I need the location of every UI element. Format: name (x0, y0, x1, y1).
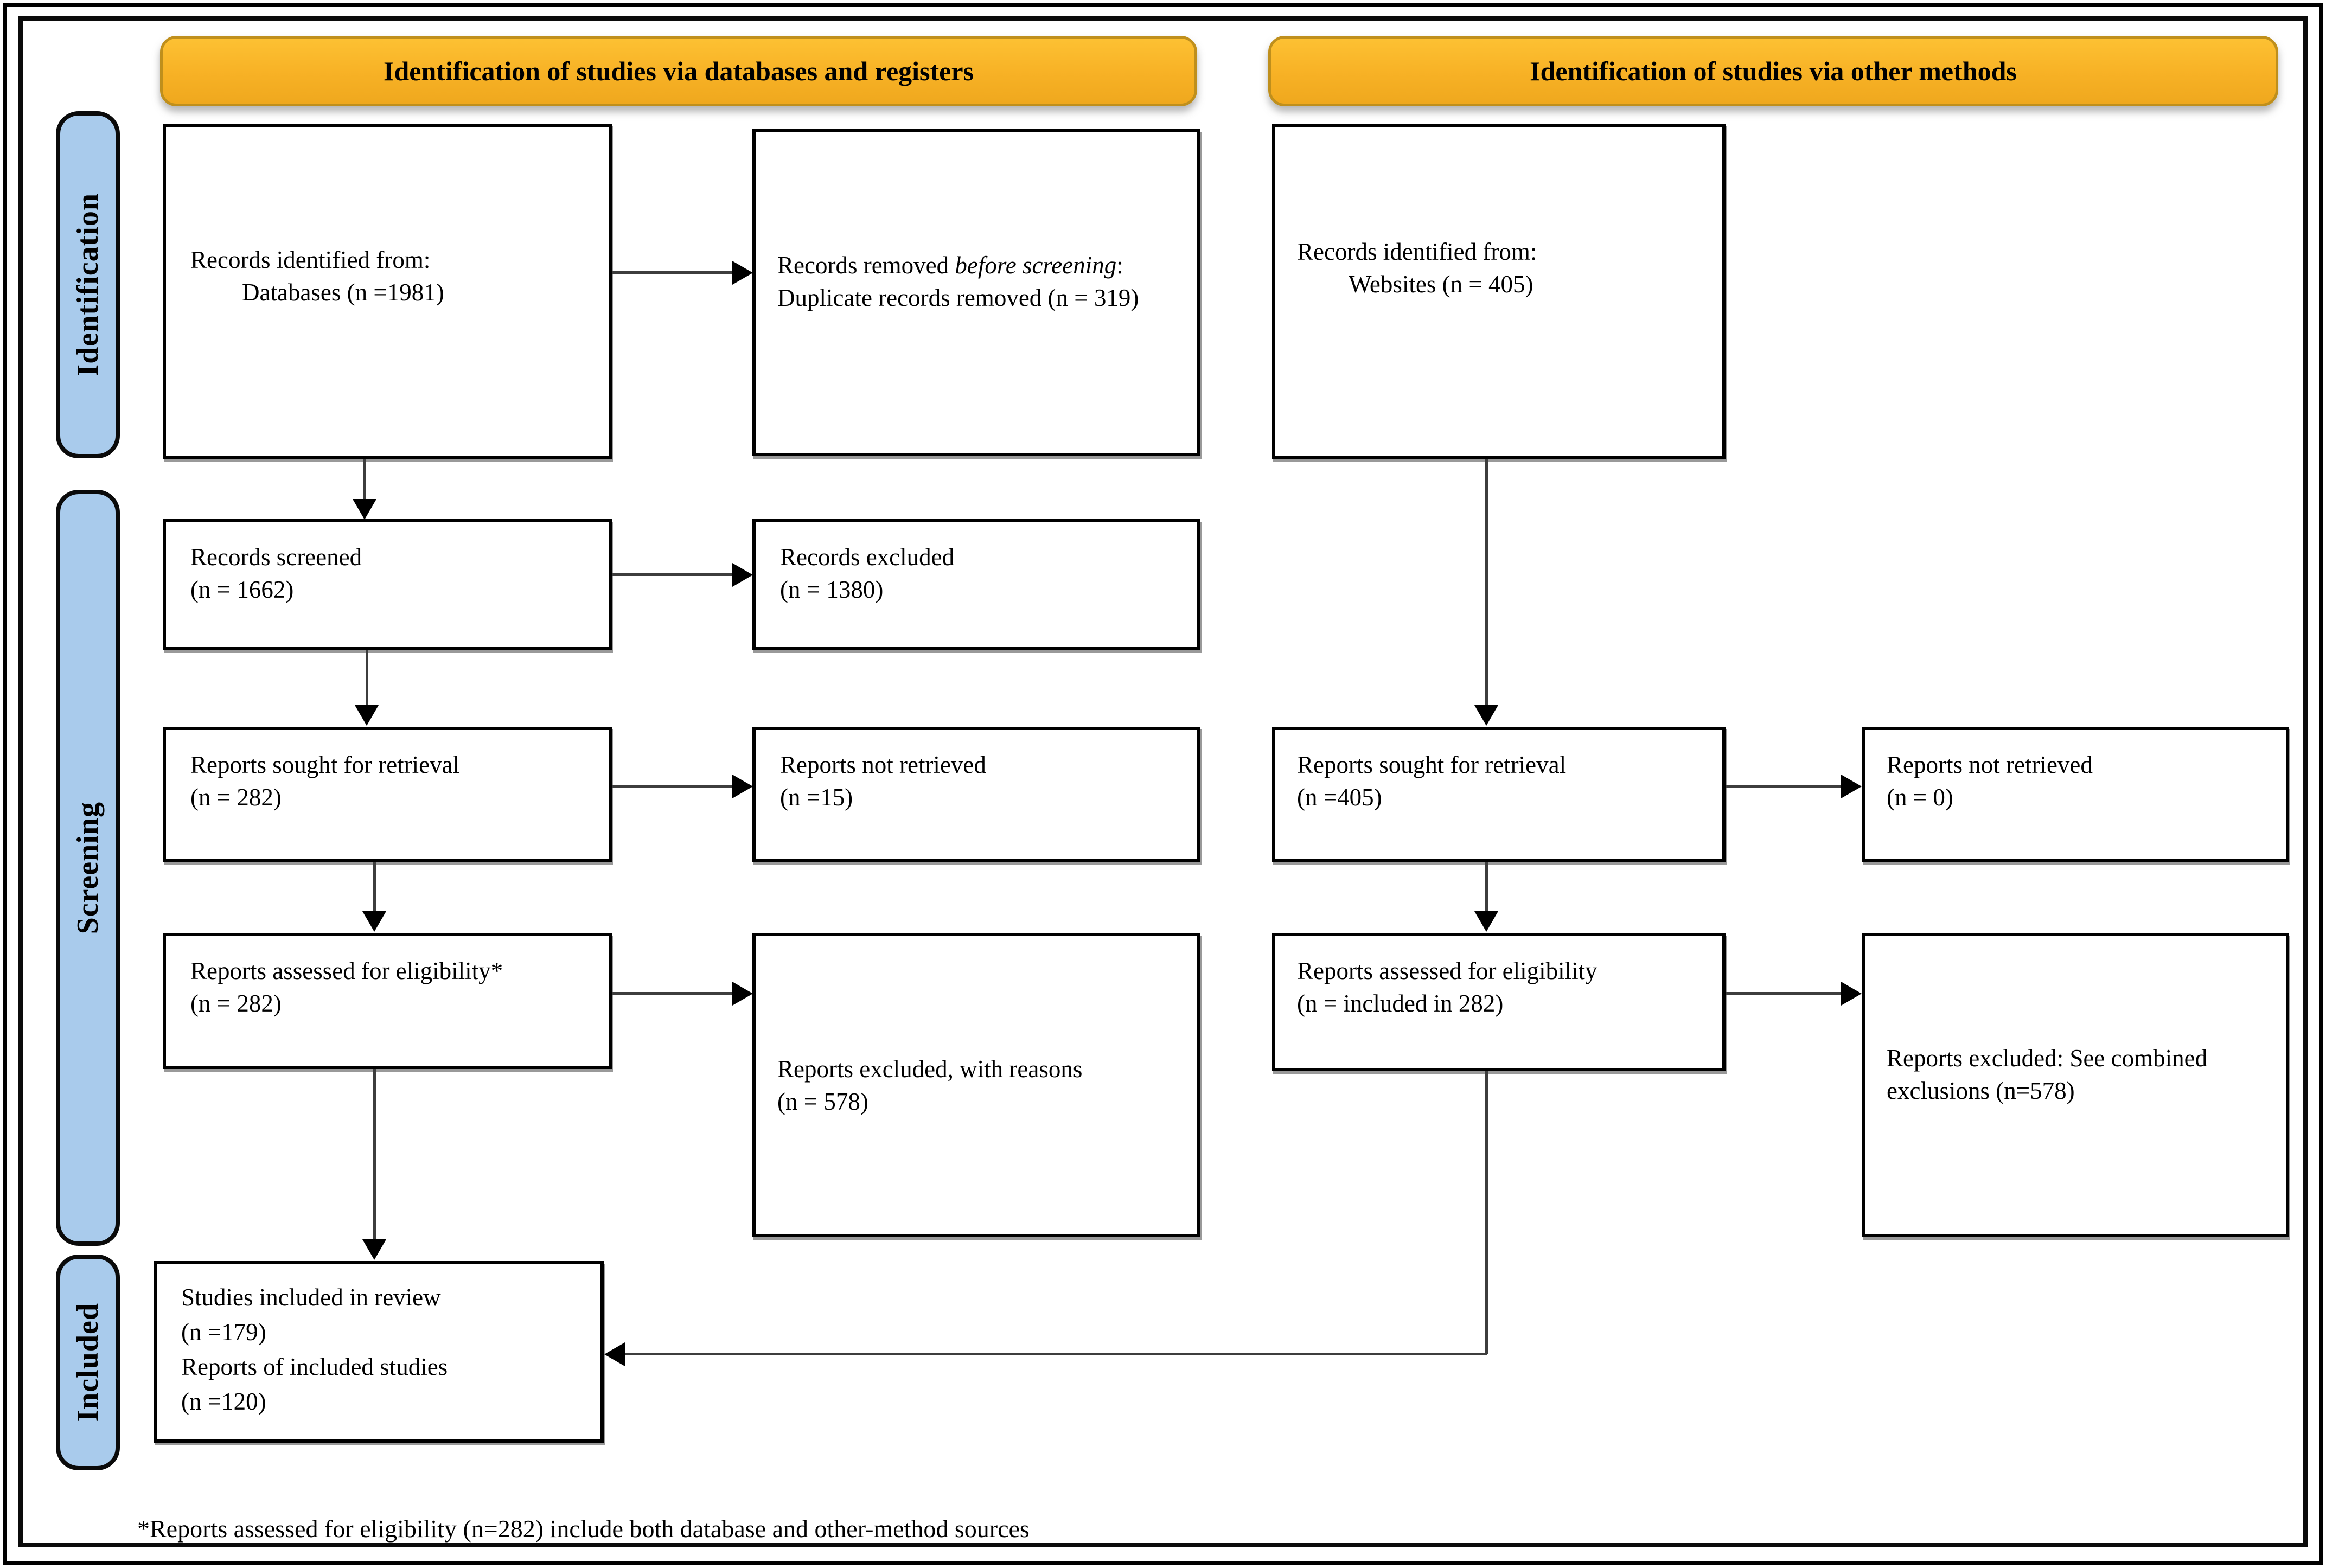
outer-page-border (3, 3, 2323, 1565)
arrow-assessed-to-excludedreasons-head (732, 982, 753, 1006)
banner-other-methods-label: Identification of studies via other meth… (1530, 56, 2017, 86)
arrow-identified-to-screened-head (353, 499, 376, 520)
arrow-sought-to-assessed-head (362, 911, 386, 932)
arrow-identified-to-removed-line (612, 271, 733, 274)
arrow-assessed-to-included-head (362, 1239, 386, 1260)
box-reports-assessed-eligibility-databases: Reports assessed for eligibility* (n = 2… (163, 933, 612, 1069)
inner-page-border (18, 16, 2308, 1547)
box-text-line: (n = included in 282) (1297, 990, 1504, 1017)
arrow-sought-to-assessed-line (373, 862, 376, 912)
box-reports-sought-retrieval-databases: Reports sought for retrieval (n = 282) (163, 727, 612, 862)
box-records-excluded: Records excluded (n = 1380) (752, 519, 1200, 650)
stage-screening-label: Screening (71, 801, 105, 935)
box-text-line: Duplicate records removed (n = 319) (777, 284, 1139, 312)
banner-databases-registers: Identification of studies via databases … (160, 36, 1197, 106)
box-text-line: Reports not retrieved (780, 751, 986, 778)
box-text-line: exclusions (n=578) (1887, 1077, 2075, 1105)
banner-other-methods: Identification of studies via other meth… (1268, 36, 2278, 106)
box-text-line: Reports not retrieved (1887, 751, 2093, 778)
box-text-line: Records excluded (780, 543, 955, 571)
box-text-line: (n =179) (181, 1318, 266, 1346)
box-text-line: (n =120) (181, 1387, 266, 1415)
box-records-identified-databases: Records identified from: Databases (n =1… (163, 124, 612, 459)
box-text-segment-italic: before screening (955, 252, 1117, 279)
box-reports-excluded-with-reasons: Reports excluded, with reasons (n = 578) (752, 933, 1200, 1237)
arrow-assessedother-to-combined-line (1726, 992, 1843, 995)
box-text-line: Reports assessed for eligibility (1297, 957, 1597, 984)
arrow-screened-to-excluded-head (732, 563, 753, 587)
box-text-line: Databases (n =1981) (242, 279, 444, 306)
box-records-removed-before-screening: Records removed before screening: Duplic… (752, 129, 1200, 456)
box-text-line: (n = 282) (190, 784, 282, 811)
arrow-assessed-to-included-line (373, 1069, 376, 1240)
box-text-line: Websites (n = 405) (1349, 271, 1533, 298)
box-text-line: Studies included in review (181, 1284, 441, 1311)
arrow-soughtother-to-notretrieved-head (1841, 775, 1862, 798)
arrow-sought-to-notretrieved-line (612, 785, 733, 788)
footnote: *Reports assessed for eligibility (n=282… (137, 1515, 1030, 1543)
arrow-identified-to-removed-head (732, 261, 753, 285)
box-reports-not-retrieved-databases: Reports not retrieved (n =15) (752, 727, 1200, 862)
arrow-assessedother-to-included-hline (624, 1353, 1487, 1355)
stage-included: Included (56, 1255, 120, 1470)
box-text-segment: : (1116, 252, 1123, 279)
box-text-line: Reports sought for retrieval (1297, 751, 1567, 778)
arrow-soughtother-to-assessed-head (1474, 911, 1498, 932)
arrow-assessedother-to-combined-head (1841, 982, 1862, 1006)
box-records-screened: Records screened (n = 1662) (163, 519, 612, 650)
box-reports-sought-retrieval-other: Reports sought for retrieval (n =405) (1272, 727, 1726, 862)
box-text-line: Records removed before screening: (777, 249, 1184, 281)
box-records-identified-websites: Records identified from: Websites (n = 4… (1272, 124, 1726, 459)
box-text-line: (n =405) (1297, 784, 1382, 811)
arrow-assessedother-to-included-head (604, 1342, 625, 1366)
box-text-line: (n = 1380) (780, 576, 884, 604)
box-text-line: (n = 282) (190, 990, 282, 1017)
arrow-sought-to-notretrieved-head (732, 775, 753, 798)
box-reports-excluded-combined: Reports excluded: See combined exclusion… (1862, 933, 2289, 1237)
box-text-line: (n =15) (780, 784, 853, 811)
box-text-line: Records screened (190, 543, 362, 571)
box-text-line: Records identified from: (1297, 238, 1537, 265)
stage-included-label: Included (71, 1303, 105, 1422)
stage-identification: Identification (56, 111, 120, 458)
arrow-soughtother-to-assessed-line (1485, 862, 1488, 912)
box-reports-assessed-eligibility-other: Reports assessed for eligibility (n = in… (1272, 933, 1726, 1071)
box-text-line: (n = 578) (777, 1088, 868, 1116)
arrow-soughtother-to-notretrieved-line (1726, 785, 1843, 788)
box-text-line: Reports excluded, with reasons (777, 1055, 1083, 1083)
box-reports-not-retrieved-other: Reports not retrieved (n = 0) (1862, 727, 2289, 862)
arrow-screened-to-sought-head (355, 705, 379, 726)
stage-identification-label: Identification (71, 193, 105, 376)
box-text-line: Reports sought for retrieval (190, 751, 460, 778)
arrow-screened-to-excluded-line (612, 573, 733, 576)
box-text-line: (n = 1662) (190, 576, 294, 604)
banner-databases-registers-label: Identification of studies via databases … (383, 56, 974, 86)
arrow-websites-to-sought-line (1485, 459, 1488, 706)
box-text-segment: Records removed (777, 252, 955, 279)
box-text-line: Reports assessed for eligibility* (190, 957, 503, 984)
box-studies-included: Studies included in review (n =179) Repo… (154, 1261, 604, 1443)
arrow-screened-to-sought-line (366, 650, 368, 707)
arrow-identified-to-screened-line (363, 459, 366, 501)
arrow-assessed-to-excludedreasons-line (612, 992, 733, 995)
box-text-line: Reports of included studies (181, 1353, 448, 1380)
box-text-line: (n = 0) (1887, 784, 1953, 811)
box-text-line: Records identified from: (190, 246, 431, 273)
stage-screening: Screening (56, 490, 120, 1246)
arrow-websites-to-sought-head (1474, 705, 1498, 726)
arrow-assessedother-to-included-vline (1485, 1071, 1488, 1354)
box-text-line: Reports excluded: See combined (1887, 1045, 2208, 1072)
